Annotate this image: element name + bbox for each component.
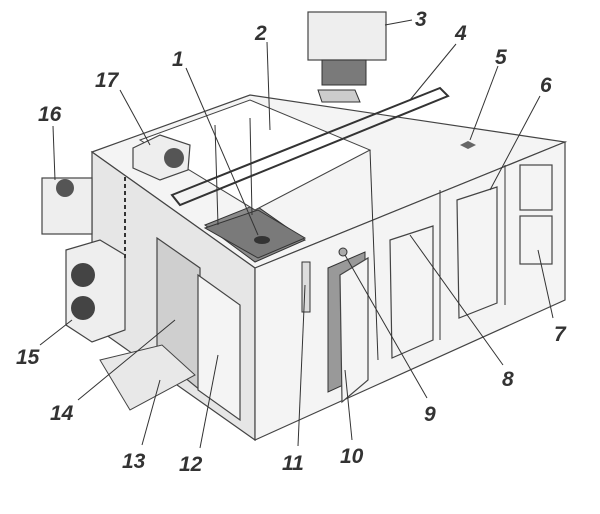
label-11: 11: [282, 452, 304, 475]
door-panel: [197, 273, 241, 422]
meat-rail: [170, 86, 450, 207]
evaporator-fan: [321, 59, 367, 86]
hatch-bottom: [519, 215, 553, 265]
door-8: [389, 225, 434, 359]
callout-labels: 1 2 3 4 5 6 7 8 9 10 11 12 13 14 15 16 1…: [16, 8, 568, 477]
label-13: 13: [122, 450, 146, 473]
hatch-top: [519, 164, 553, 211]
condensing-unit-17: [132, 134, 191, 181]
condensing-unit-16: [41, 177, 93, 235]
valve-icon: [338, 247, 348, 257]
floor-drain-area: [203, 209, 307, 259]
label-17: 17: [95, 69, 120, 92]
open-door: [339, 256, 369, 404]
label-16: 16: [38, 103, 62, 126]
label-2: 2: [254, 22, 267, 45]
evaporator-unit: [307, 11, 387, 61]
label-1: 1: [172, 48, 184, 71]
label-7: 7: [554, 323, 567, 346]
label-3: 3: [415, 8, 427, 31]
label-4: 4: [454, 22, 467, 45]
label-14: 14: [50, 402, 74, 425]
drain-icon: [254, 236, 270, 244]
label-12: 12: [179, 453, 203, 476]
label-9: 9: [424, 403, 436, 426]
ramp: [99, 344, 196, 411]
leader-lines: [39, 19, 554, 449]
label-6: 6: [540, 74, 552, 97]
label-10: 10: [340, 445, 364, 468]
label-15: 15: [16, 346, 40, 369]
roof-valve-icon: [460, 141, 476, 149]
label-5: 5: [495, 46, 507, 69]
condensing-unit-15: [65, 239, 126, 343]
door-6: [456, 186, 498, 319]
label-8: 8: [502, 368, 514, 391]
control-panel: [301, 261, 311, 313]
cold-room: [41, 11, 568, 442]
